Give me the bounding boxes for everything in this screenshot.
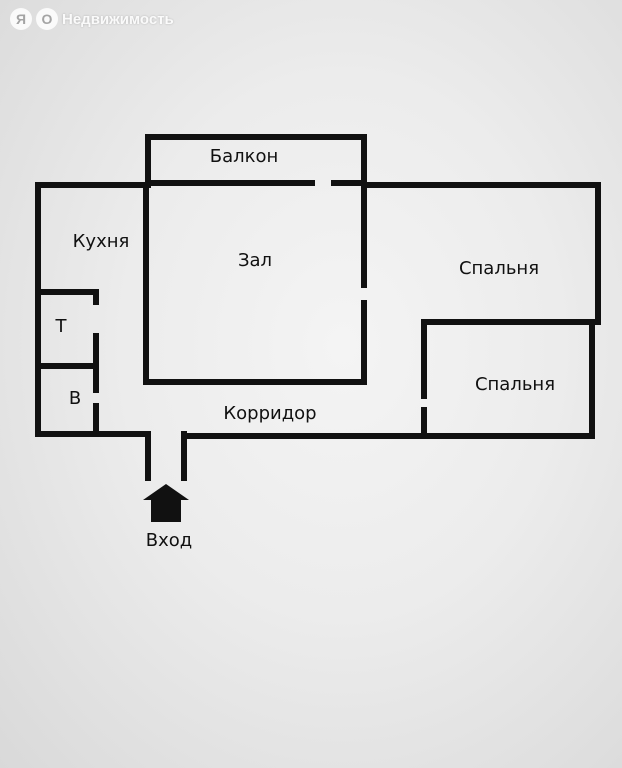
toilet-label: Т: [55, 316, 68, 337]
entrance-arrow-icon: [143, 484, 189, 522]
corridor-label: Корридор: [223, 403, 316, 424]
plan-walls: [35, 134, 601, 481]
bathroom-label: В: [69, 388, 81, 409]
bedroom-2-label: Спальня: [475, 374, 555, 395]
kitchen-label: Кухня: [73, 231, 130, 252]
avito-logo-badge-right: О: [36, 8, 58, 30]
watermark-brand-text: Недвижимость: [62, 10, 174, 28]
entrance-label: Вход: [146, 530, 192, 551]
avito-logo-badge-left: Я: [10, 8, 32, 30]
balcony-label: Балкон: [210, 146, 279, 167]
avito-watermark: Я О Недвижимость: [10, 8, 174, 30]
hall-label: Зал: [238, 250, 272, 271]
bedroom-1-label: Спальня: [459, 258, 539, 279]
